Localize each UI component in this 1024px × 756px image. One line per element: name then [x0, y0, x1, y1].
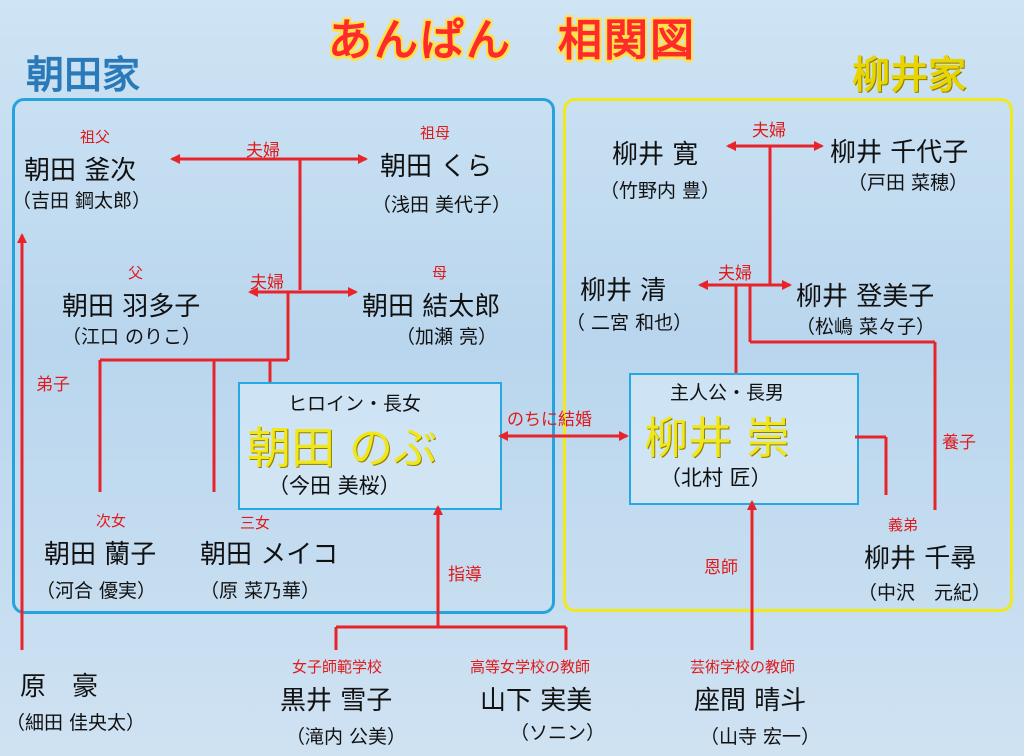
family-heading-asada: 朝田家	[26, 53, 141, 97]
person-actor: （原 菜乃華）	[200, 580, 321, 602]
person-actor: （戸田 菜穂）	[848, 172, 969, 194]
person-name: 座間 晴斗	[694, 686, 807, 716]
protagonist-name: 柳井 崇	[644, 413, 790, 464]
asada-family-frame	[12, 98, 555, 614]
person-actor: （今田 美桜）	[268, 474, 401, 498]
person-actor: （河合 優実）	[36, 580, 157, 602]
label-couple: 夫婦	[752, 121, 786, 141]
person-actor: （松嶋 菜々子）	[796, 316, 936, 338]
person-actor: （加瀬 亮）	[396, 326, 498, 348]
person-name: 柳井 千尋	[864, 544, 977, 574]
person-actor: （江口 のりこ）	[62, 326, 202, 348]
person-name: 朝田 羽多子	[62, 292, 201, 322]
person-name: 朝田 メイコ	[200, 540, 339, 570]
person-role: 母	[432, 264, 448, 282]
person-role: 父	[128, 264, 144, 282]
person-actor: （浅田 美代子）	[372, 194, 512, 216]
person-actor: （滝内 公美）	[286, 726, 407, 748]
person-role: ヒロイン・長女	[288, 393, 422, 415]
person-name: 山下 実美	[480, 686, 593, 716]
page-title: あんぱん 相関図	[328, 15, 696, 66]
label-mentor: 恩師	[704, 558, 738, 578]
person-name: 柳井 清	[580, 276, 667, 306]
person-role: 祖父	[80, 128, 111, 146]
person-actor: （吉田 鋼太郎）	[12, 190, 152, 212]
family-heading-yanai: 柳井家	[852, 53, 967, 97]
protagonist-box	[629, 373, 859, 505]
person-role: 三女	[240, 514, 271, 532]
person-role: 主人公・長男	[670, 382, 785, 404]
label-instruction: 指導	[448, 565, 482, 585]
person-name: 朝田 釜次	[24, 156, 137, 186]
label-couple: 夫婦	[718, 264, 752, 284]
person-name: 朝田 結太郎	[362, 292, 501, 322]
person-actor: （山寺 宏一）	[700, 726, 821, 748]
person-name: 柳井 寛	[612, 140, 699, 170]
person-role: 高等女学校の教師	[470, 658, 591, 676]
person-role: 芸術学校の教師	[690, 658, 796, 676]
label-disciple: 弟子	[36, 375, 70, 395]
person-name: 朝田 蘭子	[44, 540, 157, 570]
person-actor: （竹野内 豊）	[600, 180, 721, 202]
person-actor: （中沢 元紀）	[858, 582, 992, 604]
person-actor: （北村 匠）	[660, 466, 772, 490]
person-actor: （ソニン）	[510, 722, 606, 744]
person-name: 柳井 千代子	[830, 138, 969, 168]
person-name: 原 豪	[20, 672, 99, 702]
person-role: 次女	[96, 512, 127, 530]
person-role: 義弟	[888, 516, 919, 534]
person-name: 朝田 くら	[380, 152, 493, 182]
person-actor: （細田 佳央太）	[6, 712, 146, 734]
person-role: 女子師範学校	[292, 658, 383, 676]
yanai-family-frame	[563, 98, 1013, 612]
label-couple: 夫婦	[246, 141, 280, 161]
person-name: 柳井 登美子	[796, 282, 935, 312]
person-name: 黒井 雪子	[280, 686, 393, 716]
heroine-box	[238, 382, 502, 510]
person-actor: （ 二宮 和也）	[566, 312, 693, 334]
label-couple: 夫婦	[250, 273, 284, 293]
label-adoption: 養子	[942, 433, 976, 453]
person-role: 祖母	[420, 124, 451, 142]
heroine-name: 朝田 のぶ	[247, 423, 437, 474]
label-future-marriage: のちに結婚	[507, 410, 592, 430]
